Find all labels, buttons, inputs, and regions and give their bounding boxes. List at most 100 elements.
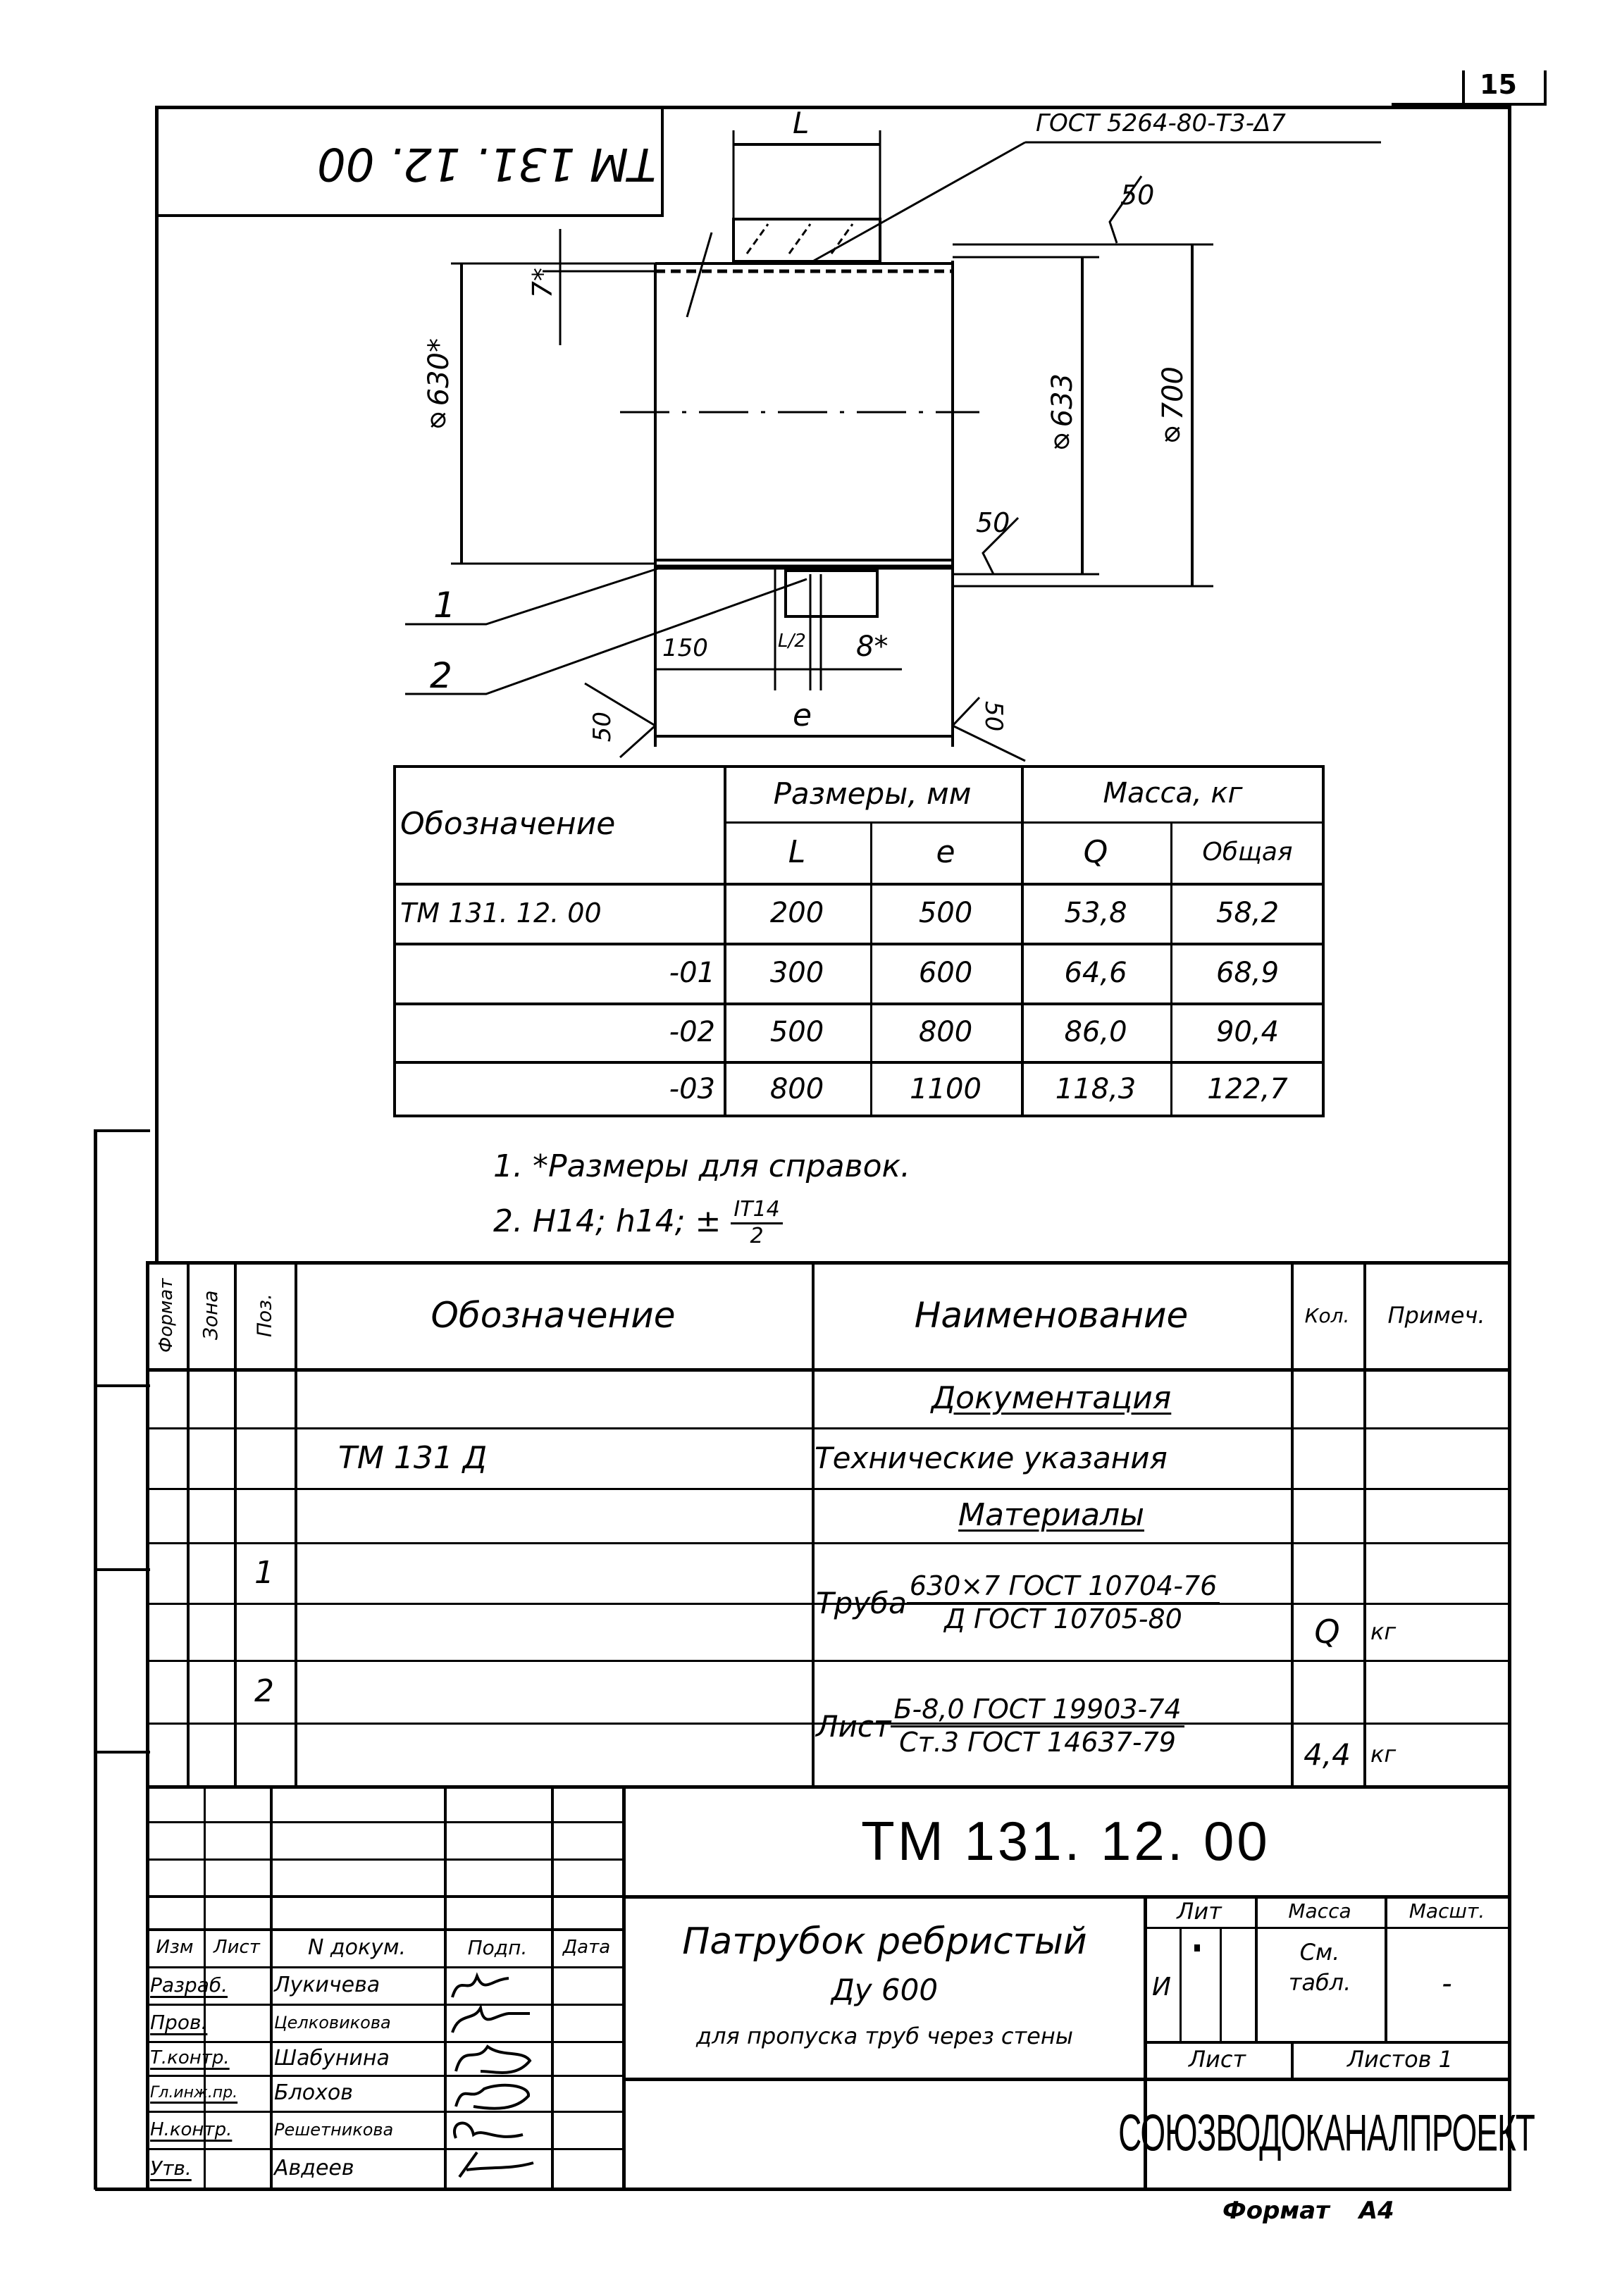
pipe-drawing: [405, 130, 1381, 762]
size-row-designation: ТМ 131. 12. 00: [400, 897, 602, 929]
tb-header-docno: N докум.: [307, 1935, 407, 1960]
tb-organization: СОЮЗВОДОКАНАЛПРОЕКТ: [1118, 2103, 1535, 2162]
tb-header-sign: Подп.: [467, 1935, 528, 1959]
sheet-number: 15: [1480, 69, 1517, 100]
tb-product-name-line1: Патрубок ребристый: [682, 1920, 1087, 1963]
tb-role: Пров.: [150, 2011, 208, 2034]
spec-col-format: [187, 1261, 190, 1786]
spec-header-bottom: [146, 1368, 1509, 1372]
spec-col-pos: [295, 1261, 297, 1786]
tb-lit-header-bottom: [1144, 1927, 1509, 1929]
spec-item-qty: Q: [1314, 1612, 1340, 1651]
tb-row-line: [146, 2148, 622, 2150]
tb-role: Гл.инж.пр.: [150, 2084, 238, 2102]
dim-8-label: 8*: [856, 631, 889, 663]
spec-item-name: Лист Б-8,0 ГОСТ 19903-74 Ст.3 ГОСТ 14637…: [816, 1670, 1288, 1782]
tb-sheet-row-top: [1144, 2041, 1509, 2044]
spec-header-zone: Зона: [199, 1290, 222, 1341]
tb-mass-value-line1: См.: [1299, 1939, 1340, 1966]
tb-scale-divider: [1385, 1895, 1387, 2041]
margin-strip-div1: [94, 1384, 150, 1387]
tb-lit-col1: [1180, 1927, 1182, 2041]
tb-role: Т.контр.: [150, 2047, 230, 2068]
frame-top: [156, 106, 1509, 109]
note-2: 2. H14; h14; ± IT14 2: [493, 1197, 783, 1248]
tb-lit-dot: [1194, 1944, 1200, 1951]
size-table-header-split: [724, 821, 1325, 824]
dim-halfL-label: L/2: [778, 631, 806, 652]
tb-lit-col2: [1220, 1927, 1222, 2041]
dim-630-label: ⌀630*: [423, 338, 455, 439]
roughness-top-label: 50: [1120, 180, 1155, 211]
spec-item-note: кг: [1370, 1618, 1397, 1645]
size-table: [393, 765, 1325, 1117]
size-row-e: 1100: [910, 1073, 982, 1105]
spec-row-line: [812, 1603, 1509, 1605]
spec-item-name-num: Б-8,0 ГОСТ 19903-74: [891, 1694, 1184, 1727]
size-row-designation: -01: [669, 956, 715, 989]
size-row-designation: -02: [669, 1015, 715, 1048]
size-row-total: 90,4: [1215, 1015, 1280, 1048]
size-table-row-line-2: [393, 1003, 1325, 1005]
tb-role-name: Решетникова: [274, 2119, 394, 2140]
spec-item-name-prefix: Лист: [816, 1708, 891, 1744]
frame-right: [1508, 104, 1511, 2191]
tb-row-line: [146, 1821, 622, 1823]
tb-role-name: Шабунина: [274, 2045, 390, 2071]
roughness-right-label: 50: [979, 701, 1008, 732]
size-header-Q: Q: [1083, 834, 1108, 870]
size-header-dimensions: Размеры, мм: [773, 776, 972, 811]
title-block-top: [146, 1785, 1509, 1789]
spec-col-zone: [234, 1261, 237, 1786]
note-2-prefix: 2. H14; h14; ±: [493, 1203, 722, 1239]
tb-sheets-label: Листов 1: [1346, 2046, 1454, 2073]
rotated-code-stamp: [155, 106, 664, 217]
size-header-designation: Обозначение: [400, 806, 616, 842]
tb-row-line: [146, 2075, 622, 2077]
tb-lit-value: И: [1152, 1972, 1171, 2002]
size-row-total: 68,9: [1215, 956, 1280, 989]
size-table-row-line-3: [393, 1061, 1325, 1064]
tb-lit-label: Лит: [1177, 1897, 1222, 1925]
size-row-L: 800: [769, 1073, 824, 1105]
size-table-col1: [724, 765, 726, 1117]
tb-col-date: [622, 1787, 626, 2188]
tb-role-name: Авдеев: [274, 2155, 354, 2180]
roughness-mid-label: 50: [976, 507, 1010, 538]
spec-section-materials: Материалы: [958, 1497, 1144, 1533]
margin-strip-div3: [94, 1751, 150, 1754]
margin-strip-left: [94, 1129, 97, 2190]
tb-row-line: [146, 1858, 622, 1861]
tb-scale-label: Масшт.: [1409, 1899, 1485, 1923]
spec-section-documentation: Документация: [931, 1379, 1172, 1416]
spec-item-name-fraction: Б-8,0 ГОСТ 19903-74 Ст.3 ГОСТ 14637-79: [891, 1694, 1184, 1758]
spec-row-line: [146, 1488, 1509, 1490]
size-table-col3: [1021, 765, 1024, 1117]
size-row-Q: 64,6: [1064, 956, 1127, 989]
spec-row-line: [146, 1603, 812, 1605]
size-row-total: 122,7: [1207, 1073, 1288, 1105]
spec-header-format: Формат: [156, 1278, 177, 1353]
tb-role-name: Блохов: [274, 2080, 353, 2105]
size-row-e: 800: [918, 1015, 973, 1048]
tb-role-name: Целковикова: [274, 2012, 391, 2033]
weld-callout: ГОСТ 5264-80-Т3-Δ7: [1036, 109, 1286, 137]
size-row-Q: 86,0: [1064, 1015, 1127, 1048]
tb-mass-value: См. табл.: [1255, 1937, 1385, 1998]
spec-header-note: Примеч.: [1387, 1302, 1485, 1329]
dim-L-label: L: [793, 106, 810, 140]
size-row-e: 600: [918, 956, 973, 989]
tb-sheet-divider: [1291, 2041, 1294, 2078]
tb-col-izm: [204, 1787, 206, 2188]
leader-1-label: 1: [433, 585, 456, 626]
size-table-col4: [1170, 821, 1172, 1117]
spec-item-name-prefix: Труба: [816, 1585, 907, 1620]
dim-633-label: ⌀633: [1046, 373, 1079, 460]
note-1: 1. *Размеры для справок.: [493, 1148, 911, 1184]
tb-header-izm: Изм: [156, 1937, 194, 1958]
spec-header-qty: Кол.: [1304, 1303, 1350, 1327]
dim-700-label: ⌀700: [1157, 366, 1189, 453]
tb-row-line: [146, 1928, 622, 1931]
signatures: [451, 1972, 534, 2178]
leader-2-label: 2: [430, 655, 452, 696]
